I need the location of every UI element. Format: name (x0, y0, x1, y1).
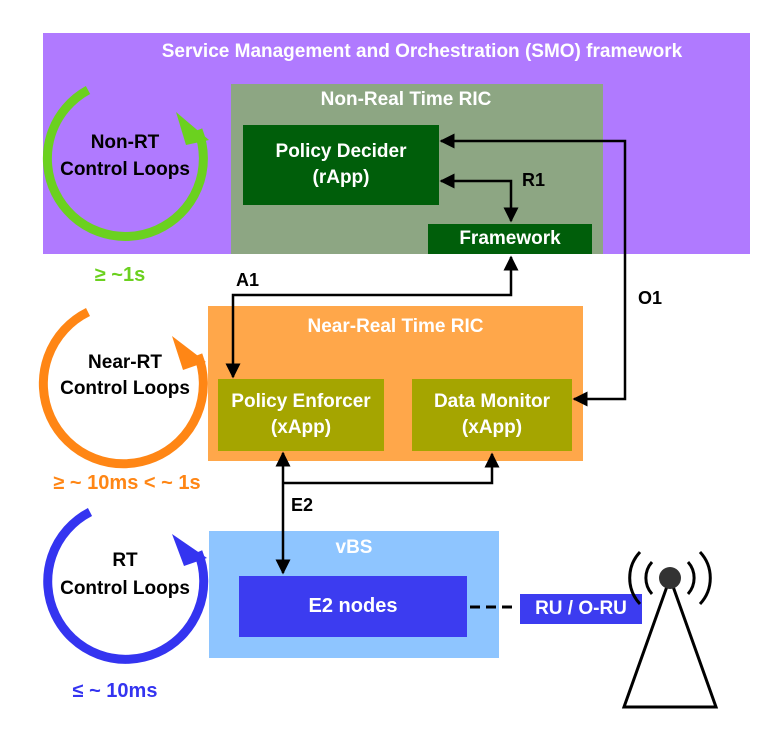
non-rt-timing: ≥ ~1s (94, 264, 146, 286)
policy-enforcer-xapp: Policy Enforcer (xApp) (218, 379, 384, 451)
e2-nodes-label: E2 nodes (308, 595, 398, 617)
policy-decider-label: Policy Decider (275, 141, 407, 162)
r1-label: R1 (522, 170, 545, 190)
rt-loop-icon (43, 508, 209, 664)
vbs-title: vBS (335, 537, 373, 558)
policy-enforcer-label: Policy Enforcer (231, 391, 371, 412)
rt-timing: ≤ ~ 10ms (72, 680, 158, 702)
ru-o-ru-box: RU / O-RU (520, 594, 642, 624)
near-rt-loop-line2: Control Loops (60, 378, 190, 399)
policy-enforcer-sublabel: (xApp) (270, 417, 332, 438)
r1-connector (439, 173, 519, 223)
ru-o-ru-label: RU / O-RU (535, 598, 627, 619)
o1-connector (439, 133, 627, 407)
data-monitor-sublabel: (xApp) (461, 417, 523, 438)
a1-label: A1 (236, 270, 259, 290)
non-rt-loop-line2: Control Loops (60, 159, 190, 180)
near-rt-loop-line1: Near-RT (88, 352, 162, 373)
policy-decider-sublabel: (rApp) (312, 167, 370, 188)
a1-connector (225, 255, 519, 379)
rt-loop-line2: Control Loops (60, 578, 190, 599)
cell-tower-icon (621, 550, 719, 709)
non-rt-loop-icon (42, 86, 209, 241)
rt-loop-line1: RT (112, 550, 138, 571)
smo-framework-title: Service Management and Orchestration (SM… (161, 41, 683, 62)
e2-branch-connector (283, 452, 500, 485)
near-rt-loop-icon (38, 307, 208, 469)
e2-nodes-box: E2 nodes (239, 576, 467, 637)
non-rt-loop-line1: Non-RT (90, 132, 160, 153)
non-rt-ric-title: Non-Real Time RIC (320, 89, 492, 110)
o1-label: O1 (638, 288, 662, 308)
policy-decider-rapp: Policy Decider (rApp) (243, 125, 439, 205)
near-rt-timing: ≥ ~ 10ms < ~ 1s (53, 472, 201, 494)
e2-label: E2 (291, 495, 313, 515)
